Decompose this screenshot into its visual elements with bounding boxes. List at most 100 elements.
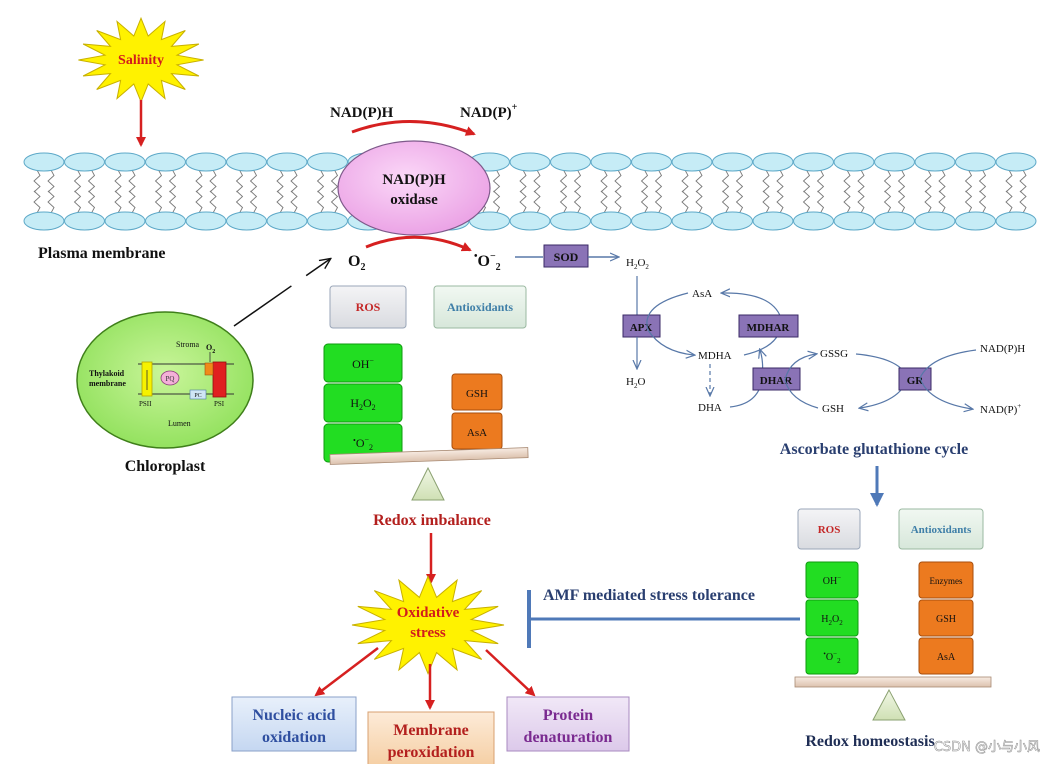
lipid-tail (209, 190, 217, 214)
lipid-tail (843, 190, 851, 214)
superoxide-label-right: •O−2 (823, 650, 841, 665)
lipid-tail (168, 169, 177, 193)
lipid-head (64, 211, 105, 231)
antioxidants-header-box-right (898, 508, 984, 550)
lipid-head (793, 152, 834, 172)
lipid-head (671, 152, 713, 172)
lipid-head (590, 211, 632, 231)
pq-carrier (160, 370, 180, 386)
lipid-tail (938, 169, 946, 193)
lipid-head (712, 152, 753, 172)
lipid-tail (681, 190, 689, 214)
lipid-tail (681, 169, 689, 193)
antioxidants-header-right: Antioxidants (911, 524, 972, 536)
lipid-head (752, 152, 794, 172)
lipid-tail (843, 169, 851, 193)
lipid-tail (195, 169, 203, 193)
mdhar-label: MDHAR (747, 322, 791, 334)
enzymes-block-right (918, 561, 974, 599)
lipid-tail (654, 169, 663, 193)
oxidative-stress-line2: stress (410, 625, 446, 641)
lipid-tail (776, 190, 784, 214)
lipid-tail (235, 190, 244, 214)
chloroplast-to-o2-arrow (233, 259, 330, 327)
lipid-tail (857, 190, 865, 214)
pc-carrier (189, 389, 207, 400)
oxidase-label-line1: NAD(P)H (382, 172, 446, 188)
sod-enzyme-box (543, 244, 589, 268)
lipid-tail (735, 190, 744, 214)
stroma-label: Stroma (176, 340, 200, 349)
lipid-tail (316, 169, 325, 193)
oxidative-stress-line1: Oxidative (397, 605, 460, 621)
lipid-tail (492, 169, 501, 193)
lipid-tail (33, 169, 41, 193)
lipid-tail (721, 169, 730, 193)
lipid-tail (1019, 169, 1027, 193)
membrane-peroxidation-line1: Membrane (393, 722, 469, 739)
lipid-tail (600, 190, 608, 214)
lipid-tail (762, 169, 770, 193)
nucleic-acid-oxidation-box (231, 696, 357, 752)
lipid-tail (816, 190, 825, 214)
lipid-tail (897, 190, 906, 214)
lipid-head (874, 152, 915, 172)
plasma-membrane-bilayer (23, 152, 1037, 231)
amf-tolerance-label: AMF mediated stress tolerance (543, 587, 755, 604)
gsh-block-right (918, 599, 974, 637)
gsh-label-left: GSH (466, 388, 488, 400)
lipid-tail (964, 169, 973, 193)
redox-homeostasis-caption: Redox homeostasis (805, 733, 934, 750)
lipid-head (752, 211, 794, 231)
lipid-tail (762, 190, 770, 214)
lipid-head (307, 152, 348, 172)
dhar-enzyme-box (752, 367, 801, 391)
lipid-head (266, 152, 308, 172)
balance-plank-left (329, 447, 529, 465)
ros-header-left: ROS (356, 300, 381, 314)
psi-label: PSI (214, 400, 225, 408)
lipid-head (145, 211, 186, 231)
lipid-tail (73, 169, 82, 193)
lipid-tail (128, 190, 136, 214)
lipid-tail (519, 190, 527, 214)
lipid-tail (883, 169, 892, 193)
lipid-tail (209, 169, 217, 193)
lipid-tail (654, 190, 663, 214)
lipid-tail (316, 190, 325, 214)
lipid-tail (114, 190, 122, 214)
lipid-tail (290, 169, 298, 193)
lipid-head (955, 211, 996, 231)
pc-label: PC (194, 393, 201, 399)
lipid-tail (559, 190, 568, 214)
lipid-head (23, 211, 65, 231)
lipid-tail (695, 169, 703, 193)
oxidase-label-line2: oxidase (390, 192, 438, 208)
lipid-tail (533, 169, 541, 193)
sod-label: SOD (554, 250, 579, 264)
lipid-tail (276, 169, 284, 193)
h2o2-label-left: H2O2 (350, 396, 375, 412)
lipid-head (226, 211, 267, 231)
lipid-tail (964, 190, 973, 214)
lipid-tail (533, 190, 541, 214)
cycle-gsh-label: GSH (822, 403, 844, 415)
lipid-tail (276, 190, 284, 214)
superoxide-label: •O−2 (474, 251, 501, 273)
lipid-head (914, 211, 956, 231)
oxidative-stress-star (351, 575, 505, 675)
stress-to-nucleic-arrow (314, 647, 379, 697)
lipid-tail (114, 169, 122, 193)
chloroplast-label: Chloroplast (125, 458, 206, 475)
nadph-to-nadp-arc (919, 349, 977, 409)
lipid-tail (47, 190, 55, 214)
asa-block-right (918, 637, 974, 675)
lipid-tail (195, 190, 203, 214)
lipid-tail (857, 169, 865, 193)
lipid-tail (614, 169, 622, 193)
lipid-tail (938, 190, 946, 214)
lipid-tail (492, 190, 501, 214)
lipid-head (955, 152, 996, 172)
lipid-tail (573, 190, 582, 214)
